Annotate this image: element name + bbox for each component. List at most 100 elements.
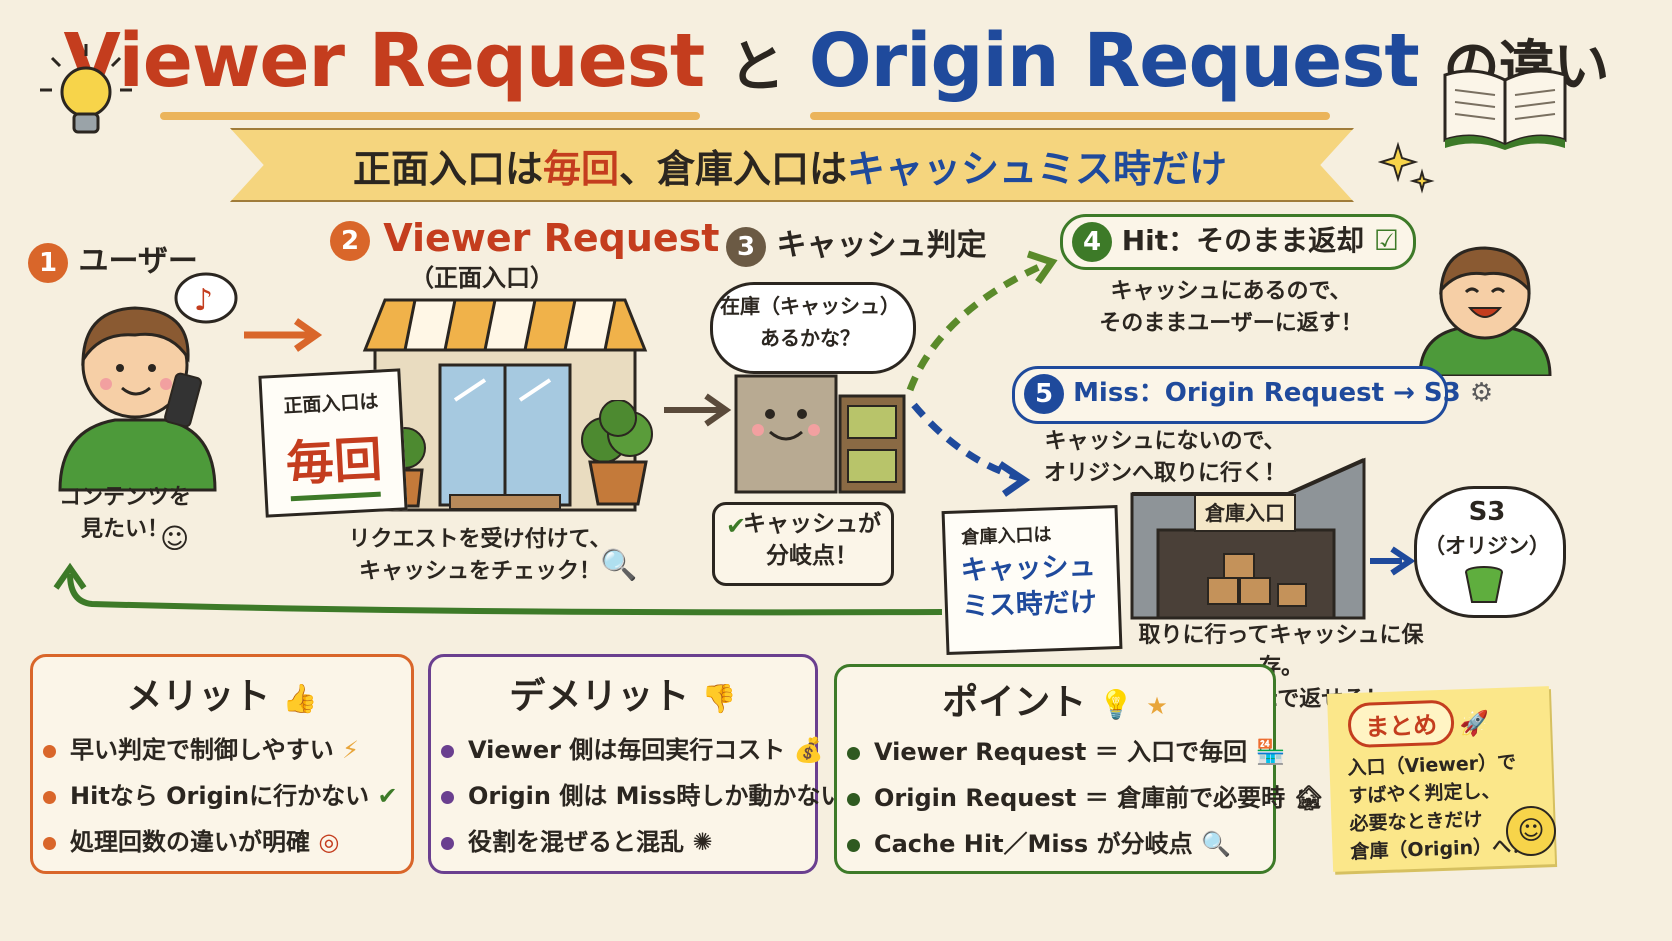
rocket-icon: 🚀 bbox=[1458, 709, 1490, 739]
step1-note: コンテンツを 見たい！ bbox=[58, 485, 191, 542]
warehouse-sign: 倉庫入口 bbox=[1194, 494, 1296, 532]
step2-sub: （正面入口） bbox=[410, 264, 554, 292]
arrow-right-icon bbox=[1370, 546, 1416, 576]
every-time-sign: 正面入口は 毎回 bbox=[258, 368, 408, 518]
s3-sub: （オリジン） bbox=[1424, 534, 1550, 558]
step3-note: キャッシュが 分岐点！ bbox=[743, 511, 881, 569]
magnifier-icon: 🔍 bbox=[1200, 830, 1231, 858]
svg-text:♪: ♪ bbox=[194, 283, 213, 318]
summary-tag: まとめ bbox=[1347, 699, 1455, 749]
checkbox-icon: ☑ bbox=[1373, 224, 1400, 257]
thumbs-up-icon: 👍 bbox=[282, 682, 318, 715]
store-icon: 🏪 bbox=[1255, 738, 1286, 766]
branch-arrows bbox=[906, 250, 1058, 497]
warehouse-icon: 🏚 bbox=[1293, 784, 1324, 812]
title-origin: Origin Request bbox=[808, 18, 1420, 104]
arrow-right-icon bbox=[664, 393, 732, 427]
bucket-icon bbox=[1465, 566, 1503, 603]
sign-big-text: 毎回 bbox=[284, 431, 384, 493]
step3-number: 3 bbox=[726, 226, 766, 267]
gear-icon: ⚙ bbox=[1469, 378, 1494, 408]
demerit-item: Viewer 側は毎回実行コスト bbox=[468, 736, 786, 764]
thought-bubble bbox=[710, 282, 916, 374]
cache-miss-card: 倉庫入口は キャッシュ ミス時だけ bbox=[941, 504, 1123, 656]
arrow-right-icon bbox=[244, 318, 323, 352]
cache-cabinet-illustration bbox=[734, 374, 906, 494]
step5-title: Miss：Origin Request → S3 bbox=[1073, 378, 1461, 408]
bullet bbox=[43, 744, 56, 758]
list-item: Origin Request ＝ 倉庫前で必要時 🏚 bbox=[837, 775, 1324, 821]
demerit-item: 役割を混ぜると混乱 bbox=[468, 828, 684, 856]
step5-number: 5 bbox=[1024, 373, 1064, 414]
bullet bbox=[441, 744, 454, 758]
list-item: Viewer 側は毎回実行コスト 💰 bbox=[431, 727, 824, 773]
step4-number: 4 bbox=[1072, 222, 1112, 262]
step2-label: 2 Viewer Request bbox=[330, 216, 719, 261]
lightning-icon: ⚡ bbox=[342, 736, 359, 764]
title-join: と bbox=[729, 35, 785, 100]
merit-item: Hitなら Originに行かない bbox=[70, 782, 370, 810]
summary-header: まとめ 🚀 bbox=[1347, 696, 1550, 749]
point-item: Viewer Request ＝ 入口で毎回 bbox=[874, 738, 1248, 766]
list-item: 早い判定で制御しやすい ⚡ bbox=[33, 727, 411, 773]
money-bag-icon: 💰 bbox=[793, 736, 824, 764]
bullet bbox=[441, 790, 454, 804]
lightbulb-icon: 💡 bbox=[1098, 688, 1134, 721]
target-icon: ◎ bbox=[318, 828, 340, 856]
title-underline bbox=[810, 112, 1330, 120]
merit-item: 早い判定で制御しやすい bbox=[70, 736, 334, 764]
list-item: Cache Hit／Miss が分岐点 🔍 bbox=[837, 821, 1273, 867]
step3-label: 3 キャッシュ判定 bbox=[726, 220, 986, 267]
point-item: Origin Request ＝ 倉庫前で必要時 bbox=[874, 784, 1286, 812]
branch-point-box bbox=[712, 502, 894, 586]
step5-label: 5 Miss：Origin Request → S3 ⚙ bbox=[1024, 372, 1493, 414]
bullet bbox=[441, 836, 454, 850]
step1-number: 1 bbox=[28, 242, 68, 283]
lightbulb-icon bbox=[40, 44, 132, 134]
merit-box: メリット 👍 早い判定で制御しやすい ⚡ Hitなら Originに行かない ✔… bbox=[30, 654, 414, 874]
magnifier-icon: 🔍 bbox=[600, 548, 638, 583]
card-small-text: 倉庫入口は bbox=[961, 524, 1052, 549]
step4-title: Hit：そのまま返却 bbox=[1121, 224, 1365, 257]
subtitle-part: 、倉庫入口は bbox=[619, 147, 848, 191]
smile-icon: ☺ bbox=[160, 522, 190, 555]
check-icon: ✔ bbox=[377, 782, 398, 810]
step2-number: 2 bbox=[330, 220, 370, 261]
thumbs-down-icon: 👎 bbox=[701, 682, 737, 715]
bullet bbox=[43, 836, 56, 850]
merit-title-text: メリット bbox=[126, 676, 271, 717]
card-big-text: キャッシュ ミス時だけ bbox=[960, 550, 1098, 623]
title-viewer: Viewer Request bbox=[63, 18, 705, 104]
point-item: Cache Hit／Miss が分岐点 bbox=[874, 830, 1193, 858]
list-item: Hitなら Originに行かない ✔ bbox=[33, 773, 411, 819]
subtitle-text: 正面入口は毎回、倉庫入口はキャッシュミス時だけ bbox=[230, 138, 1350, 193]
smiley-icon: ☺ bbox=[1506, 806, 1556, 856]
step5-note: キャッシュにないので、 オリジンへ取りに行く！ bbox=[1043, 429, 1286, 486]
title-underline bbox=[160, 112, 700, 120]
merit-item: 処理回数の違いが明確 bbox=[70, 828, 310, 856]
music-bubble-icon: ♪ bbox=[174, 272, 238, 324]
list-item: 処理回数の違いが明確 ◎ bbox=[33, 819, 411, 865]
star-icon: ★ bbox=[1146, 692, 1168, 720]
subtitle-part: 正面入口は bbox=[352, 147, 543, 191]
subtitle-part: キャッシュミス時だけ bbox=[847, 147, 1228, 191]
sparkle-icon bbox=[1378, 141, 1435, 194]
page-title: Viewer Request と Origin Request の違い bbox=[0, 18, 1672, 104]
happy-user-figure bbox=[1418, 246, 1552, 376]
step1-label: 1 ユーザー bbox=[28, 236, 198, 283]
user-figure bbox=[58, 306, 217, 492]
merit-title: メリット 👍 bbox=[33, 667, 411, 719]
point-title: ポイント 💡 ★ bbox=[837, 673, 1273, 725]
demerit-box: デメリット 👎 Viewer 側は毎回実行コスト 💰 Origin 側は Mis… bbox=[428, 654, 883, 874]
step4-box bbox=[1060, 214, 1416, 270]
tangle-icon: ✺ bbox=[692, 828, 713, 856]
point-box: ポイント 💡 ★ Viewer Request ＝ 入口で毎回 🏪 Origin… bbox=[834, 664, 1324, 874]
check-circle-icon: ✔ bbox=[726, 512, 747, 540]
warehouse-illustration bbox=[1130, 457, 1366, 620]
demerit-title: デメリット 👎 bbox=[431, 667, 815, 719]
step2-title: Viewer Request bbox=[383, 216, 720, 260]
plant-icon bbox=[581, 400, 653, 506]
list-item: 役割を混ぜると混乱 ✺ bbox=[431, 819, 815, 865]
bullet bbox=[847, 838, 860, 852]
step5-box bbox=[1012, 366, 1448, 424]
